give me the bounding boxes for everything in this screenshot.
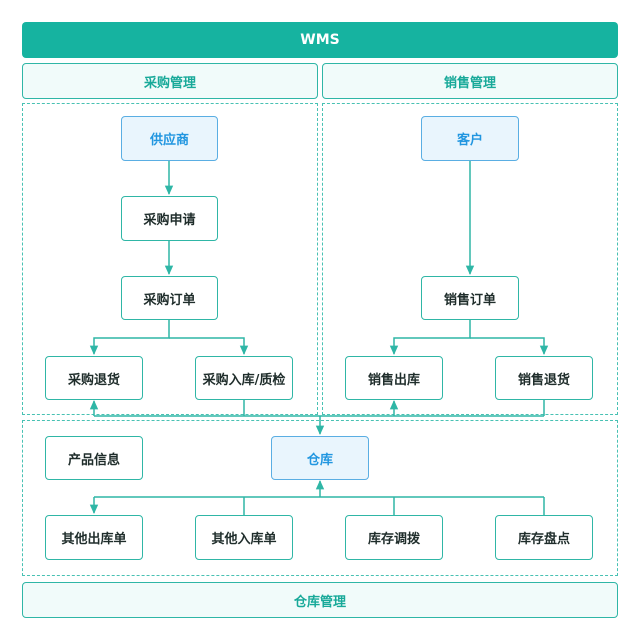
product-info-node: 产品信息 <box>45 436 143 480</box>
warehouse-management-header: 仓库管理 <box>22 582 618 618</box>
order-to-sales-return-branch <box>470 337 549 356</box>
stock-transfer-label: 库存调拨 <box>367 532 420 547</box>
purchase-return-node: 采购退货 <box>45 356 143 400</box>
sales-order-label: 销售订单 <box>443 292 496 308</box>
order-to-inbound-branch <box>169 337 249 356</box>
purchase-request-node: 采购申请 <box>121 196 218 241</box>
sales-return-label: 销售退货 <box>517 372 570 388</box>
other-outbound-label: 其他出库单 <box>61 532 127 547</box>
sales-order-node: 销售订单 <box>421 276 519 320</box>
customer-label: 客户 <box>456 133 483 148</box>
wms-title: WMS <box>300 32 340 48</box>
purchase-order-label: 采购订单 <box>143 292 196 308</box>
product-info-label: 产品信息 <box>67 452 120 468</box>
purchase-inbound-qc-node: 采购入库/质检 <box>195 356 293 400</box>
supplier-label: 供应商 <box>149 133 189 148</box>
supplier-node: 供应商 <box>121 116 218 161</box>
purchase-return-label: 采购退货 <box>67 372 120 388</box>
other-inbound-label: 其他入库单 <box>211 532 277 547</box>
sales-zone <box>322 103 618 415</box>
wms-title-bar: WMS <box>22 22 618 58</box>
sales-outbound-label: 销售出库 <box>367 372 420 388</box>
order-to-outbound-branch <box>389 320 471 356</box>
purchase-order-node: 采购订单 <box>121 276 218 320</box>
purchase-management-header: 采购管理 <box>22 63 318 99</box>
stock-count-label: 库存盘点 <box>517 532 570 547</box>
customer-node: 客户 <box>421 116 519 161</box>
purchase-zone <box>22 103 318 415</box>
sales-return-node: 销售退货 <box>495 356 593 400</box>
sales-management-header: 销售管理 <box>322 63 618 99</box>
purchase-management-label: 采购管理 <box>143 75 196 91</box>
purchase-inbound-qc-label: 采购入库/质检 <box>202 372 286 388</box>
warehouse-management-label: 仓库管理 <box>293 594 346 610</box>
purchase-request-label: 采购申请 <box>143 213 196 228</box>
stock-transfer-node: 库存调拨 <box>345 515 443 560</box>
sales-management-label: 销售管理 <box>443 75 496 91</box>
warehouse-label: 仓库 <box>306 452 333 468</box>
order-to-return-branch <box>89 320 170 356</box>
stock-count-node: 库存盘点 <box>495 515 593 560</box>
warehouse-node: 仓库 <box>271 436 369 480</box>
other-inbound-node: 其他入库单 <box>195 515 293 560</box>
sales-outbound-node: 销售出库 <box>345 356 443 400</box>
other-outbound-node: 其他出库单 <box>45 515 143 560</box>
